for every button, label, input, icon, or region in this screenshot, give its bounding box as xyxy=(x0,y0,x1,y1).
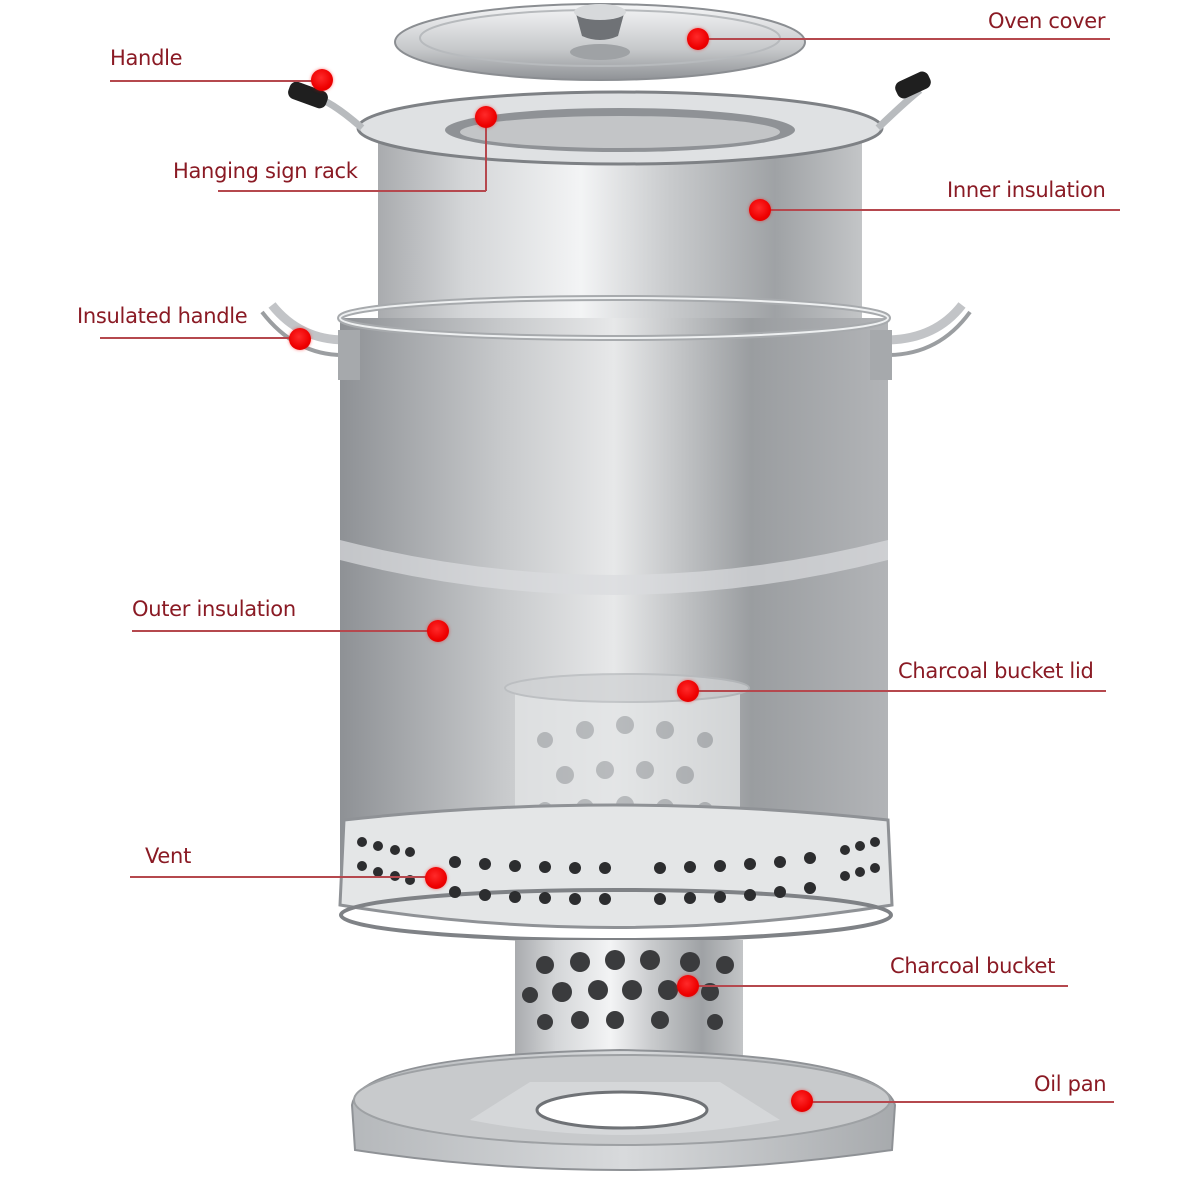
marker-dot-icon xyxy=(475,106,497,128)
callout-label: Insulated handle xyxy=(77,304,248,328)
oven-cover-shape xyxy=(394,3,806,81)
leader-line xyxy=(688,690,1106,692)
callout-label: Handle xyxy=(110,46,183,70)
oil-pan-shape xyxy=(350,1048,897,1171)
marker-dot-icon xyxy=(289,328,311,350)
leader-line xyxy=(218,190,486,192)
leader-line xyxy=(802,1101,1114,1103)
callout-label: Inner insulation xyxy=(947,178,1106,202)
leader-line xyxy=(110,80,322,82)
callout-label: Hanging sign rack xyxy=(173,159,358,183)
leader-line xyxy=(132,630,438,632)
marker-dot-icon xyxy=(687,28,709,50)
leader-line xyxy=(100,337,300,339)
leader-line xyxy=(688,985,1068,987)
callout-label: Outer insulation xyxy=(132,597,296,621)
leader-line xyxy=(130,876,436,878)
marker-dot-icon xyxy=(425,867,447,889)
marker-dot-icon xyxy=(427,620,449,642)
callout-label: Vent xyxy=(145,844,191,868)
leader-line xyxy=(760,209,1120,211)
callout-label: Charcoal bucket xyxy=(890,954,1056,978)
marker-dot-icon xyxy=(311,69,333,91)
marker-dot-icon xyxy=(677,680,699,702)
leader-line xyxy=(698,38,1110,40)
marker-dot-icon xyxy=(677,975,699,997)
charcoal-bucket-shape xyxy=(515,940,743,1070)
marker-dot-icon xyxy=(791,1090,813,1112)
marker-dot-icon xyxy=(749,199,771,221)
callout-label: Oil pan xyxy=(1034,1072,1107,1096)
vent-ring-shape xyxy=(338,803,894,942)
callout-label: Charcoal bucket lid xyxy=(898,659,1094,683)
leader-line-vertical xyxy=(485,118,487,191)
callout-label: Oven cover xyxy=(988,9,1106,33)
